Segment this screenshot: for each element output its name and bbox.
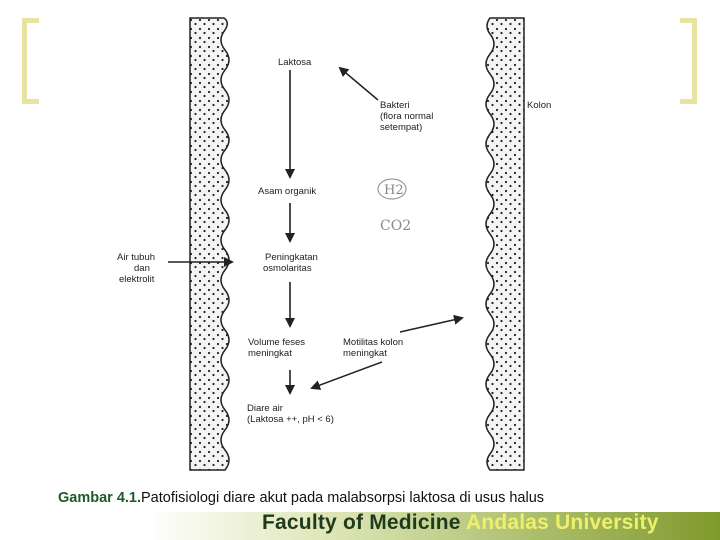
label-volume-meningkat: meningkat xyxy=(248,348,292,359)
label-co2-handwritten: CO2 xyxy=(380,218,411,234)
label-peningkatan: Peningkatan xyxy=(265,252,318,263)
caption-text: Patofisiologi diare akut pada malabsorps… xyxy=(141,490,545,506)
arrow-bakteri-to-laktosa xyxy=(338,66,379,101)
label-volume-feses: Volume feses xyxy=(248,337,305,348)
footer-university: Andalas University xyxy=(465,511,659,534)
label-bakteri-flora: (flora normal xyxy=(380,111,433,122)
figure-caption: Gambar 4.1.Patofisiologi diare akut pada… xyxy=(58,490,544,506)
left-bracket-decoration xyxy=(22,18,39,104)
label-kolon: Kolon xyxy=(527,100,551,111)
label-asam-organik: Asam organik xyxy=(258,186,316,197)
arrow-motilitas-to-diare xyxy=(310,361,383,390)
right-intestinal-wall xyxy=(485,17,525,471)
footer-faculty: Faculty of Medicine xyxy=(262,511,461,534)
label-bakteri-setempat: setempat) xyxy=(380,122,422,133)
label-diare-laktosa-ph: (Laktosa ++, pH < 6) xyxy=(247,414,334,425)
label-h2-handwritten: H2 xyxy=(384,183,404,198)
label-motilitas-meningkat: meningkat xyxy=(343,348,387,359)
label-motilitas-kolon: Motilitas kolon xyxy=(343,337,403,348)
h2-handwritten-circle xyxy=(377,178,407,200)
footer-bar xyxy=(0,512,720,540)
right-bracket-decoration xyxy=(680,18,697,104)
lactose-malabsorption-diagram: Laktosa Bakteri (flora normal setempat) … xyxy=(117,17,551,471)
arrow-motilitas-to-kolon xyxy=(399,314,464,333)
caption-lead: Gambar 4.1. xyxy=(58,490,142,506)
label-diare-air: Diare air xyxy=(247,403,283,414)
label-osmolaritas: osmolaritas xyxy=(263,263,312,274)
footer-text: Faculty of Medicine Andalas University xyxy=(262,511,659,535)
left-intestinal-wall xyxy=(189,17,230,471)
label-air-tubuh-dan: dan xyxy=(134,263,150,274)
label-elektrolit: elektrolit xyxy=(119,274,155,285)
label-bakteri: Bakteri xyxy=(380,100,410,111)
label-air-tubuh: Air tubuh xyxy=(117,252,155,263)
label-laktosa: Laktosa xyxy=(278,57,312,68)
